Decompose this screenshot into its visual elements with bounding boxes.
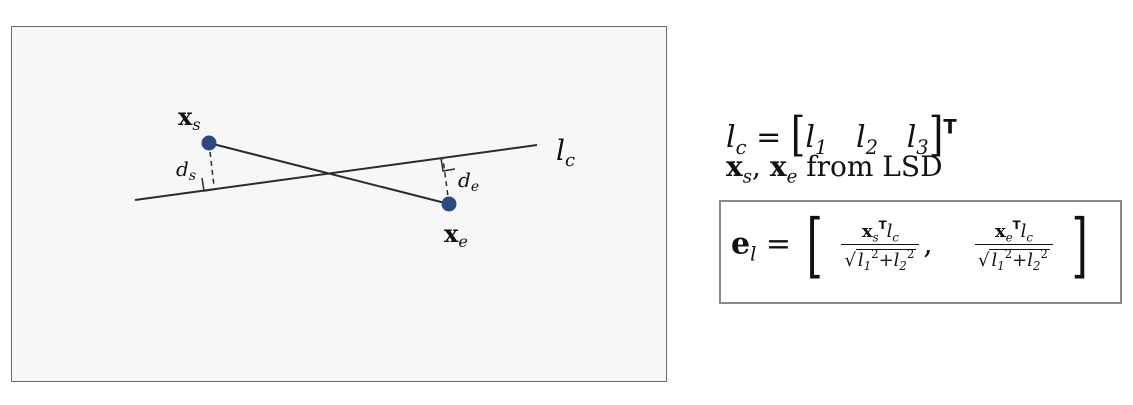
fraction-s: xsTlc √l12+l22 xyxy=(841,218,920,273)
equation-endpoints: xs, xe from LSD xyxy=(726,150,943,188)
point-xs xyxy=(201,135,217,151)
point-xe xyxy=(441,196,457,212)
perp-ds xyxy=(208,142,215,187)
label-xe: xe xyxy=(444,219,468,251)
right-angle-e xyxy=(440,157,456,172)
fraction-e: xeTlc √l12+l22 xyxy=(975,218,1053,273)
segment-xs-xe xyxy=(208,142,450,205)
label-lc: lc xyxy=(556,134,575,171)
equation-line-def: lc = [l1 l2 l3]T xyxy=(726,106,957,162)
label-de: de xyxy=(458,168,479,195)
label-ds: ds xyxy=(176,157,196,184)
bracket-open: [ xyxy=(790,106,806,162)
equation-error: el = [ xsTlc √l12+l22 , xeTlc √l12+l22 ] xyxy=(731,204,1089,286)
bracket-close: ] xyxy=(928,106,944,162)
right-angle-s xyxy=(201,177,218,192)
figure-panel xyxy=(11,26,667,382)
error-formula-box: el = [ xsTlc √l12+l22 , xeTlc √l12+l22 ] xyxy=(719,200,1122,304)
perp-de xyxy=(442,158,450,205)
line-lc xyxy=(134,144,538,201)
label-xs: xs xyxy=(178,102,201,134)
